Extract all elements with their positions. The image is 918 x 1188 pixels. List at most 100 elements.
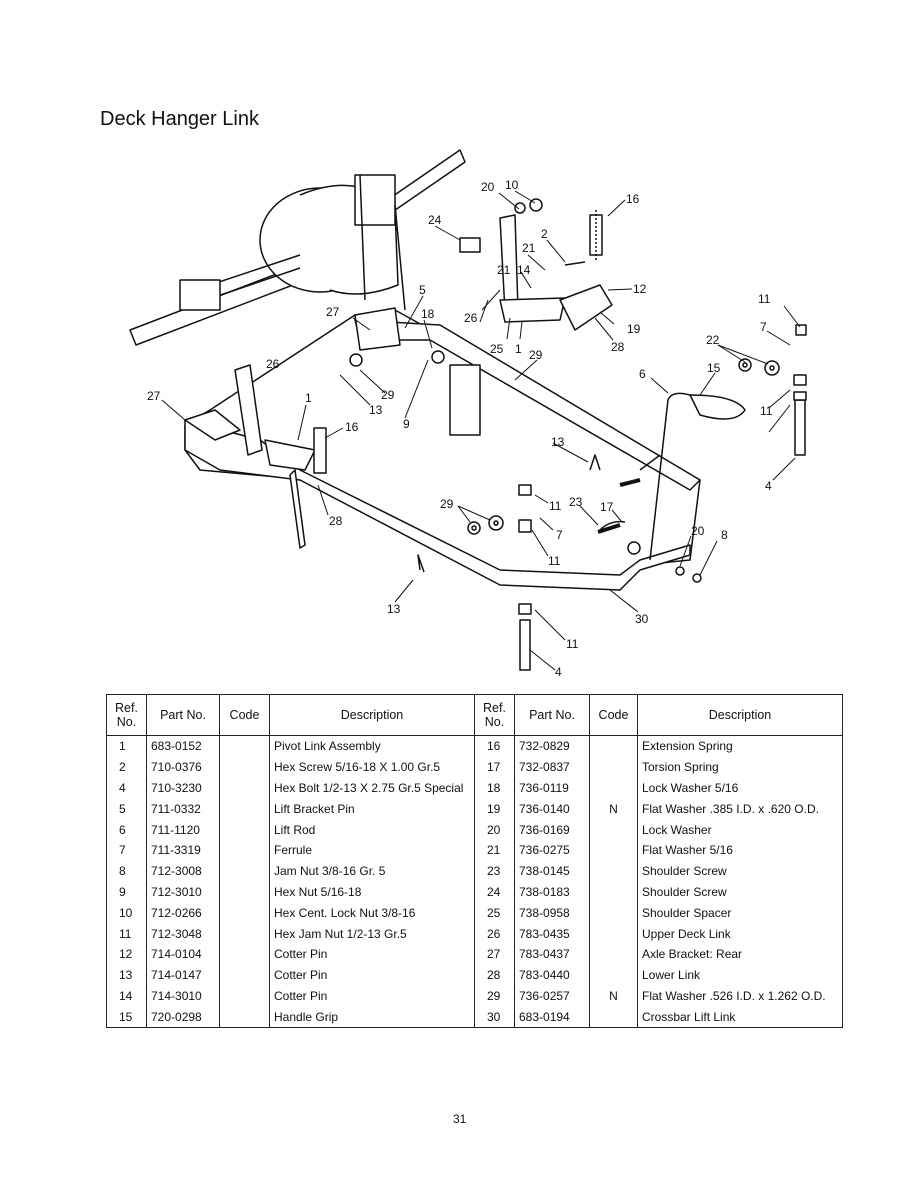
callout-20: 20 — [481, 180, 495, 194]
callout-4: 4 — [555, 665, 562, 679]
cell-part-no: 738-0145 — [514, 860, 590, 882]
cell-part-no: 732-0829 — [514, 735, 590, 757]
cell-part-no: 712-3008 — [146, 860, 220, 882]
cell-part-no: 732-0837 — [514, 756, 590, 778]
transaxle-drawing — [129, 149, 466, 346]
cell-description: Flat Washer .385 I.D. x .620 O.D. — [637, 798, 843, 820]
cell-code — [589, 923, 638, 944]
callout-12: 12 — [633, 282, 647, 296]
cell-part-no: 736-0257 — [514, 985, 590, 1007]
cell-description: Shoulder Screw — [637, 860, 843, 882]
callout-27: 27 — [147, 389, 161, 403]
callout-11: 11 — [758, 292, 771, 306]
cell-code — [589, 819, 638, 840]
cell-part-no: 736-0275 — [514, 839, 590, 861]
cell-code — [219, 756, 270, 778]
callout-20: 20 — [691, 524, 705, 538]
cell-ref-no: 9 — [106, 881, 147, 903]
cell-description: Cotter Pin — [269, 943, 475, 965]
cell-description: Hex Screw 5/16-18 X 1.00 Gr.5 — [269, 756, 475, 778]
cell-part-no: 720-0298 — [146, 1006, 220, 1029]
cell-description: Jam Nut 3/8-16 Gr. 5 — [269, 860, 475, 882]
cell-description: Shoulder Screw — [637, 881, 843, 903]
header-code: Code — [219, 694, 270, 736]
cell-code — [589, 860, 638, 882]
cell-part-no: 736-0140 — [514, 798, 590, 820]
cell-code — [219, 902, 270, 924]
callout-28: 28 — [329, 514, 343, 528]
cell-ref-no: 18 — [474, 777, 515, 799]
cell-code — [219, 923, 270, 944]
cell-description: Cotter Pin — [269, 985, 475, 1007]
cell-description: Lower Link — [637, 964, 843, 986]
cell-code: N — [589, 985, 638, 1007]
left-link-drawing — [234, 364, 327, 549]
cell-code: N — [589, 798, 638, 820]
cell-ref-no: 7 — [106, 839, 147, 861]
cell-description: Crossbar Lift Link — [637, 1006, 843, 1029]
cell-code — [219, 798, 270, 820]
callout-26: 26 — [266, 357, 280, 371]
callout-16: 16 — [626, 192, 640, 206]
callout-25: 25 — [490, 342, 504, 356]
page-number: 31 — [453, 1112, 467, 1126]
cell-ref-no: 23 — [474, 860, 515, 882]
cell-description: Hex Jam Nut 1/2-13 Gr.5 — [269, 923, 475, 944]
callout-13: 13 — [387, 602, 401, 616]
header-part-no: Part No. — [146, 694, 220, 736]
lift-rod-drawing — [639, 392, 746, 561]
cell-description: Cotter Pin — [269, 964, 475, 986]
cell-code — [589, 735, 638, 757]
cell-code — [219, 881, 270, 903]
cell-code — [589, 943, 638, 965]
cell-part-no: 710-0376 — [146, 756, 220, 778]
cell-description: Hex Cent. Lock Nut 3/8-16 — [269, 902, 475, 924]
cell-ref-no: 27 — [474, 943, 515, 965]
cell-ref-no: 25 — [474, 902, 515, 924]
cell-part-no: 711-1120 — [146, 819, 220, 840]
callout-2: 2 — [541, 227, 548, 241]
cell-description: Torsion Spring — [637, 756, 843, 778]
callout-8: 8 — [721, 528, 728, 542]
cell-ref-no: 20 — [474, 819, 515, 840]
cell-part-no: 683-0152 — [146, 735, 220, 757]
cell-ref-no: 17 — [474, 756, 515, 778]
callout-29: 29 — [440, 497, 454, 511]
cell-ref-no: 24 — [474, 881, 515, 903]
cell-ref-no: 19 — [474, 798, 515, 820]
callout-29: 29 — [381, 388, 395, 402]
cell-part-no: 711-0332 — [146, 798, 220, 820]
callout-26: 26 — [464, 311, 478, 325]
exploded-parts-diagram: 20 10 16 24 2 21 14 12 11 5 27 18 26 21 … — [129, 149, 807, 679]
cell-part-no: 783-0437 — [514, 943, 590, 965]
cell-ref-no: 6 — [106, 819, 147, 840]
callout-5: 5 — [419, 283, 426, 297]
callout-13: 13 — [551, 435, 565, 449]
leader-lines — [161, 190, 801, 671]
cell-ref-no: 11 — [106, 923, 147, 944]
cell-part-no: 736-0169 — [514, 819, 590, 840]
cell-part-no: 712-0266 — [146, 902, 220, 924]
callout-29: 29 — [529, 348, 543, 362]
cell-ref-no: 30 — [474, 1006, 515, 1029]
cell-ref-no: 16 — [474, 735, 515, 757]
callout-14: 14 — [517, 263, 531, 277]
header-code: Code — [589, 694, 638, 736]
cell-description: Ferrule — [269, 839, 475, 861]
cell-part-no: 714-0104 — [146, 943, 220, 965]
callout-19: 19 — [627, 322, 641, 336]
callout-6: 6 — [639, 367, 646, 381]
callout-10: 10 — [505, 178, 519, 192]
cell-code — [219, 964, 270, 986]
cell-code — [589, 1006, 638, 1029]
cell-description: Hex Nut 5/16-18 — [269, 881, 475, 903]
